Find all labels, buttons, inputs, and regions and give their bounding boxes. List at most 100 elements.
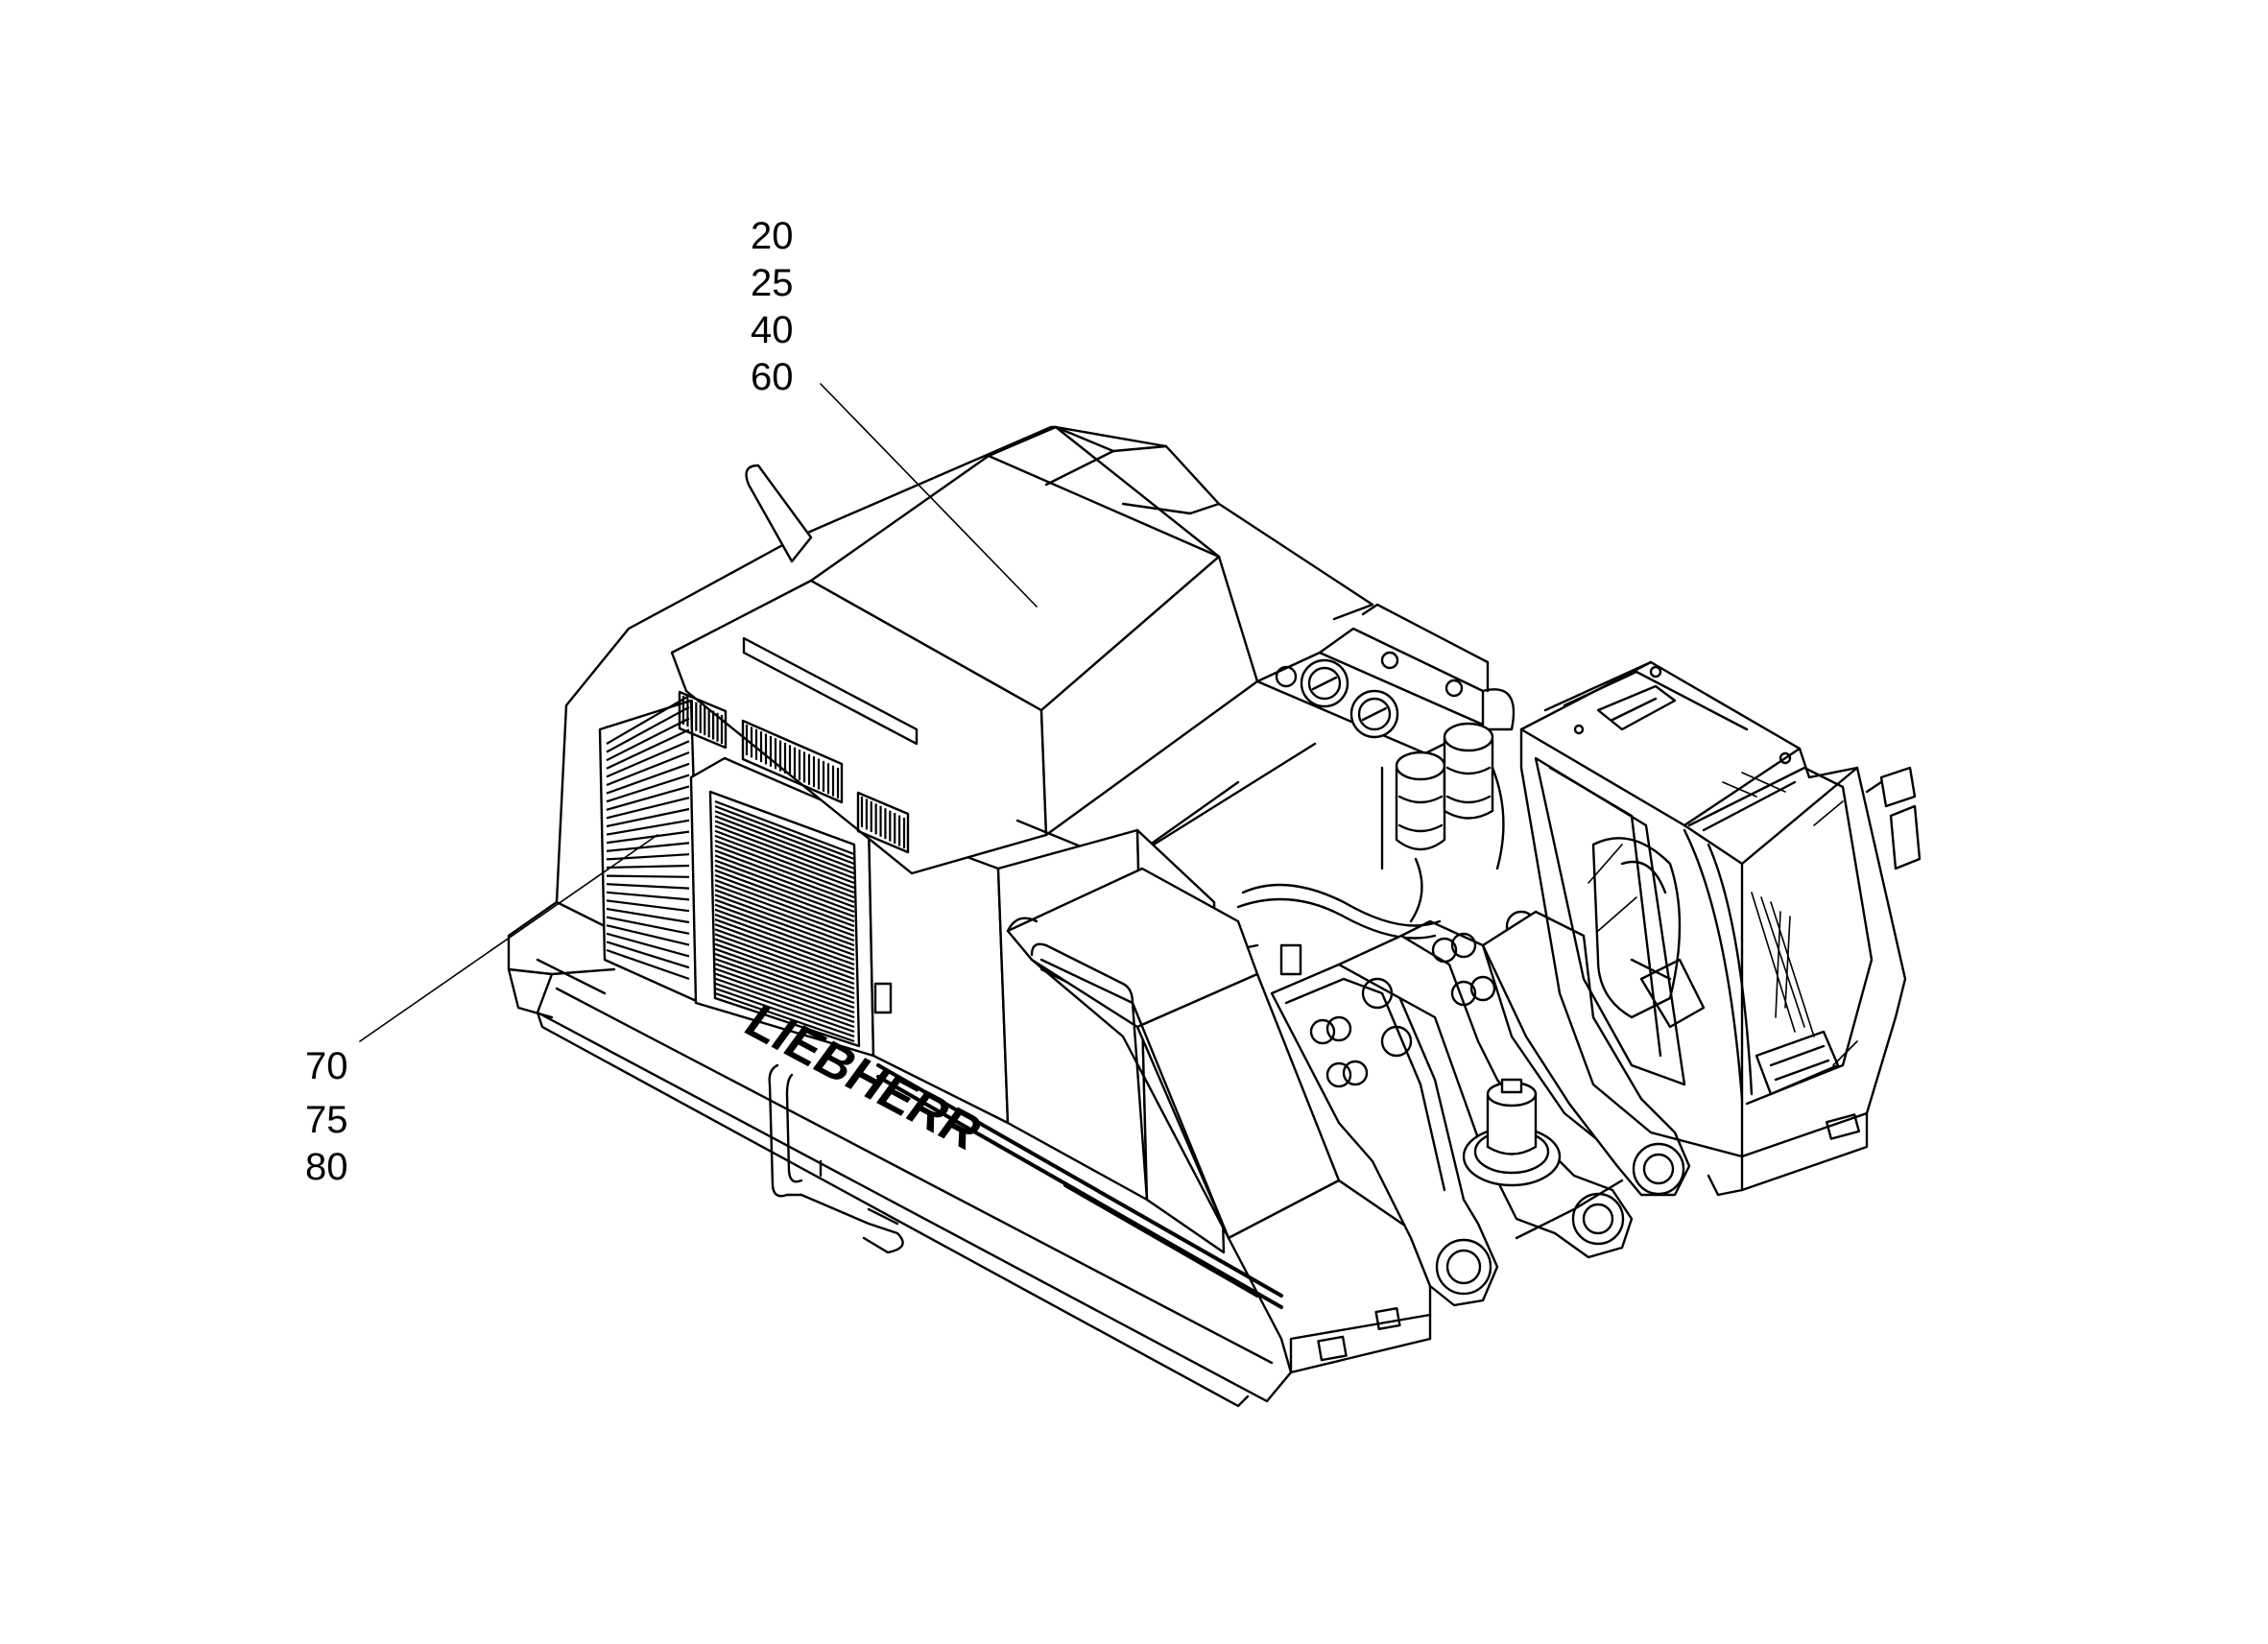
callout-40: 40 bbox=[751, 309, 794, 351]
boom-mount-right bbox=[1481, 910, 1691, 1246]
callout-80: 80 bbox=[305, 1146, 348, 1188]
grille-line bbox=[606, 717, 690, 762]
grille-line bbox=[606, 853, 690, 861]
grille-line bbox=[714, 923, 855, 976]
grille-line bbox=[606, 883, 690, 890]
grille-line bbox=[714, 987, 855, 1038]
grille-line bbox=[606, 924, 690, 946]
grille-line bbox=[606, 751, 690, 787]
grille-line bbox=[606, 932, 690, 958]
grille-line bbox=[714, 893, 855, 947]
grille-line bbox=[606, 695, 690, 745]
callout-group-top: 20 25 40 60 bbox=[751, 213, 794, 401]
side-handrail bbox=[768, 1063, 904, 1254]
grille-line bbox=[714, 947, 855, 1000]
top-hood bbox=[670, 425, 1259, 875]
cab-glass-reflections bbox=[1588, 800, 1858, 1066]
louver-frame bbox=[678, 690, 728, 750]
grille-line bbox=[714, 908, 855, 962]
grille-line bbox=[714, 834, 855, 890]
grille-line bbox=[606, 842, 690, 852]
grille-line bbox=[606, 916, 690, 935]
grille-line bbox=[714, 829, 855, 885]
oil-filters bbox=[1395, 722, 1494, 851]
grille-line bbox=[714, 889, 855, 942]
louver-frame bbox=[741, 719, 844, 804]
side-fan-grille bbox=[606, 695, 690, 981]
grille-line bbox=[714, 898, 855, 952]
grille-line bbox=[606, 891, 690, 901]
callout-20: 20 bbox=[751, 215, 794, 257]
leader-line-top bbox=[820, 383, 1038, 608]
grille-line bbox=[714, 942, 855, 995]
grille-line bbox=[714, 963, 855, 1014]
callout-25: 25 bbox=[751, 262, 794, 304]
boom-mount-center bbox=[1337, 910, 1634, 1259]
top-caps bbox=[1255, 603, 1516, 755]
grille-line bbox=[714, 972, 855, 1024]
grille-line bbox=[714, 991, 855, 1043]
hood-louvers bbox=[678, 690, 910, 854]
grille-line bbox=[606, 907, 690, 924]
leader-line-left bbox=[359, 834, 658, 1042]
grille-line bbox=[714, 845, 855, 899]
grille-line bbox=[606, 785, 690, 811]
small-valve bbox=[1279, 943, 1302, 976]
grille-line bbox=[606, 728, 690, 770]
callout-60: 60 bbox=[751, 356, 794, 398]
grille-line bbox=[714, 824, 855, 880]
grille-line bbox=[714, 839, 855, 894]
grille-line bbox=[714, 913, 855, 966]
grille-line bbox=[714, 958, 855, 1010]
grille-line bbox=[606, 899, 690, 913]
swing-motor bbox=[1462, 1078, 1562, 1187]
grille-line bbox=[714, 849, 855, 904]
grille-line bbox=[606, 948, 690, 981]
callout-70: 70 bbox=[305, 1045, 348, 1087]
brand-band bbox=[876, 1063, 1283, 1309]
panel-latch bbox=[873, 982, 893, 1014]
callout-group-left: 70 75 80 bbox=[305, 1043, 348, 1191]
grille-line bbox=[714, 982, 855, 1034]
grille-line bbox=[714, 864, 855, 918]
exhaust-stack bbox=[745, 464, 813, 563]
callout-75: 75 bbox=[305, 1099, 348, 1141]
grille-line bbox=[606, 807, 690, 828]
grille-line bbox=[606, 774, 690, 803]
grille-line bbox=[714, 873, 855, 928]
grille-line bbox=[714, 918, 855, 971]
grille-line bbox=[714, 884, 855, 938]
grille-line bbox=[714, 952, 855, 1005]
grille-line bbox=[606, 740, 690, 778]
grille-line bbox=[606, 874, 690, 878]
grille-line bbox=[606, 864, 690, 870]
grille-line bbox=[714, 967, 855, 1019]
operator-cab bbox=[1519, 660, 1922, 1197]
hydraulic-lines bbox=[1236, 766, 1505, 976]
grille-line bbox=[714, 938, 855, 990]
grille-line bbox=[714, 977, 855, 1029]
louver-frame bbox=[856, 791, 910, 854]
grille-line bbox=[714, 854, 855, 909]
grille-line bbox=[714, 879, 855, 933]
grille-line bbox=[714, 820, 855, 875]
front-housing bbox=[1006, 867, 1432, 1374]
grille-line bbox=[606, 705, 690, 753]
grille-line bbox=[606, 819, 690, 836]
grille-line bbox=[714, 903, 855, 957]
radiator-grille bbox=[714, 799, 855, 1043]
grille-line bbox=[606, 941, 690, 969]
grille-line bbox=[714, 815, 855, 870]
grille-line bbox=[606, 762, 690, 795]
grille-line bbox=[714, 799, 855, 856]
grille-line bbox=[714, 928, 855, 981]
grille-line bbox=[714, 933, 855, 986]
grille-line bbox=[606, 830, 690, 845]
grille-line bbox=[714, 869, 855, 923]
grille-line bbox=[606, 797, 690, 820]
boom-mount-left bbox=[1270, 963, 1499, 1307]
grille-line bbox=[714, 810, 855, 866]
grille-line bbox=[714, 805, 855, 861]
grille-line bbox=[714, 859, 855, 914]
